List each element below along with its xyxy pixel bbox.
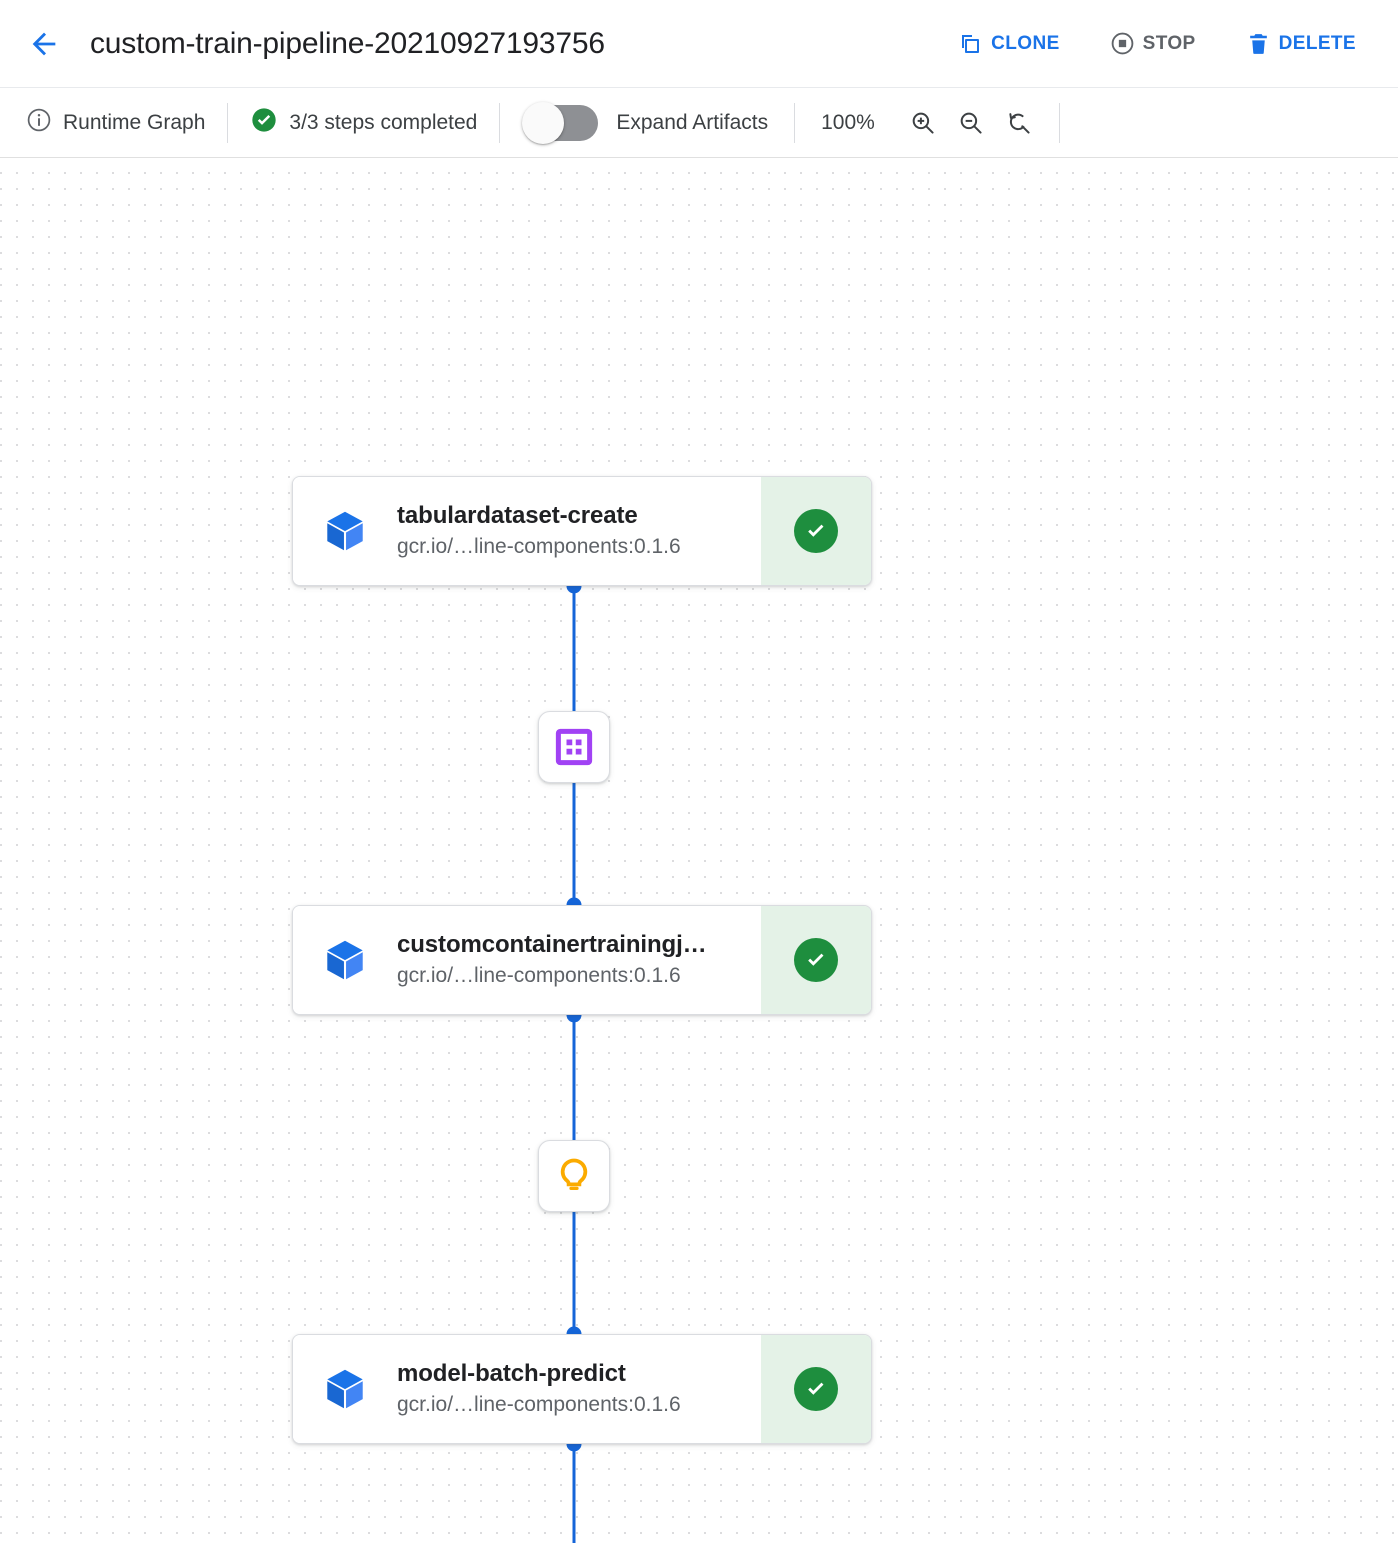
clone-button[interactable]: CLONE: [945, 24, 1074, 64]
check-icon: [794, 938, 838, 982]
edge-connector: [572, 1015, 576, 1140]
graph-artifact-dataset[interactable]: [538, 711, 610, 783]
switch-knob: [522, 101, 565, 144]
steps-status: 3/3 steps completed: [228, 106, 499, 140]
expand-artifacts-toggle[interactable]: Expand Artifacts: [500, 101, 794, 144]
header-actions: CLONE STOP DELETE: [923, 23, 1370, 64]
arrow-back-icon: [27, 27, 61, 61]
expand-artifacts-label: Expand Artifacts: [616, 110, 769, 134]
stop-circle-icon: [1110, 31, 1135, 56]
graph-node-model-batch-predict[interactable]: model-batch-predict gcr.io/…line-compone…: [292, 1334, 872, 1444]
check-icon: [794, 1367, 838, 1411]
expand-artifacts-switch[interactable]: [522, 101, 599, 144]
status-badge: [761, 906, 871, 1014]
stop-button[interactable]: STOP: [1096, 23, 1210, 64]
cube-icon: [319, 934, 371, 986]
page-title: custom-train-pipeline-20210927193756: [90, 26, 605, 60]
graph-artifact-model[interactable]: [538, 1140, 610, 1212]
cube-icon: [319, 1363, 371, 1415]
delete-button[interactable]: DELETE: [1232, 23, 1370, 64]
lightbulb-icon: [554, 1156, 594, 1196]
runtime-graph-label: Runtime Graph: [63, 110, 206, 134]
magnify-plus-icon: [909, 109, 937, 137]
status-badge: [761, 1335, 871, 1443]
steps-status-label: 3/3 steps completed: [289, 110, 478, 134]
magnify-minus-icon: [957, 109, 985, 137]
edge-connector: [572, 586, 576, 711]
zoom-level-label: 100%: [821, 110, 875, 134]
node-subtitle: gcr.io/…line-components:0.1.6: [397, 964, 681, 988]
stop-button-label: STOP: [1142, 32, 1196, 54]
zoom-out-button[interactable]: [949, 101, 993, 145]
node-body: tabulardataset-create gcr.io/…line-compo…: [293, 477, 761, 585]
edge-connector: [572, 783, 576, 905]
delete-button-label: DELETE: [1278, 32, 1356, 54]
cube-icon: [319, 505, 371, 557]
node-text: tabulardataset-create gcr.io/…line-compo…: [397, 500, 681, 562]
node-subtitle: gcr.io/…line-components:0.1.6: [397, 535, 681, 559]
zoom-reset-button[interactable]: [997, 101, 1041, 145]
check-icon: [794, 509, 838, 553]
zoom-in-button[interactable]: [901, 101, 945, 145]
graph-toolbar: Runtime Graph 3/3 steps completed Expand…: [0, 88, 1398, 158]
node-title: model-batch-predict: [397, 1360, 626, 1388]
runtime-graph-canvas[interactable]: tabulardataset-create gcr.io/…line-compo…: [0, 158, 1398, 1543]
toolbar-divider-4: [1058, 102, 1060, 143]
back-button[interactable]: [20, 20, 68, 68]
toolbar-divider-1: [227, 102, 229, 143]
check-circle-icon: [250, 106, 278, 140]
toolbar-divider-2: [499, 102, 501, 143]
zoom-controls: 100%: [795, 101, 1059, 145]
node-text: model-batch-predict gcr.io/…line-compone…: [397, 1358, 681, 1420]
status-badge: [761, 477, 871, 585]
magnify-reset-icon: [1005, 109, 1033, 137]
graph-node-customcontainertrainingjob[interactable]: customcontainertrainingj… gcr.io/…line-c…: [292, 905, 872, 1015]
node-body: customcontainertrainingj… gcr.io/…line-c…: [293, 906, 761, 1014]
runtime-graph-selector[interactable]: Runtime Graph: [20, 107, 227, 139]
clone-button-label: CLONE: [991, 32, 1060, 54]
toolbar-divider-3: [794, 102, 796, 143]
page-header: custom-train-pipeline-20210927193756 CLO…: [0, 0, 1398, 88]
node-body: model-batch-predict gcr.io/…line-compone…: [293, 1335, 761, 1443]
dataset-table-icon: [554, 727, 594, 767]
edge-connector: [572, 1444, 576, 1543]
node-text: customcontainertrainingj… gcr.io/…line-c…: [397, 929, 707, 991]
clone-icon: [959, 32, 983, 56]
graph-node-tabulardataset-create[interactable]: tabulardataset-create gcr.io/…line-compo…: [292, 476, 872, 586]
info-icon: [26, 107, 52, 139]
node-subtitle: gcr.io/…line-components:0.1.6: [397, 1393, 681, 1417]
trash-icon: [1246, 31, 1271, 56]
edge-connector: [572, 1212, 576, 1334]
node-title: tabulardataset-create: [397, 502, 638, 530]
node-title: customcontainertrainingj…: [397, 931, 707, 959]
